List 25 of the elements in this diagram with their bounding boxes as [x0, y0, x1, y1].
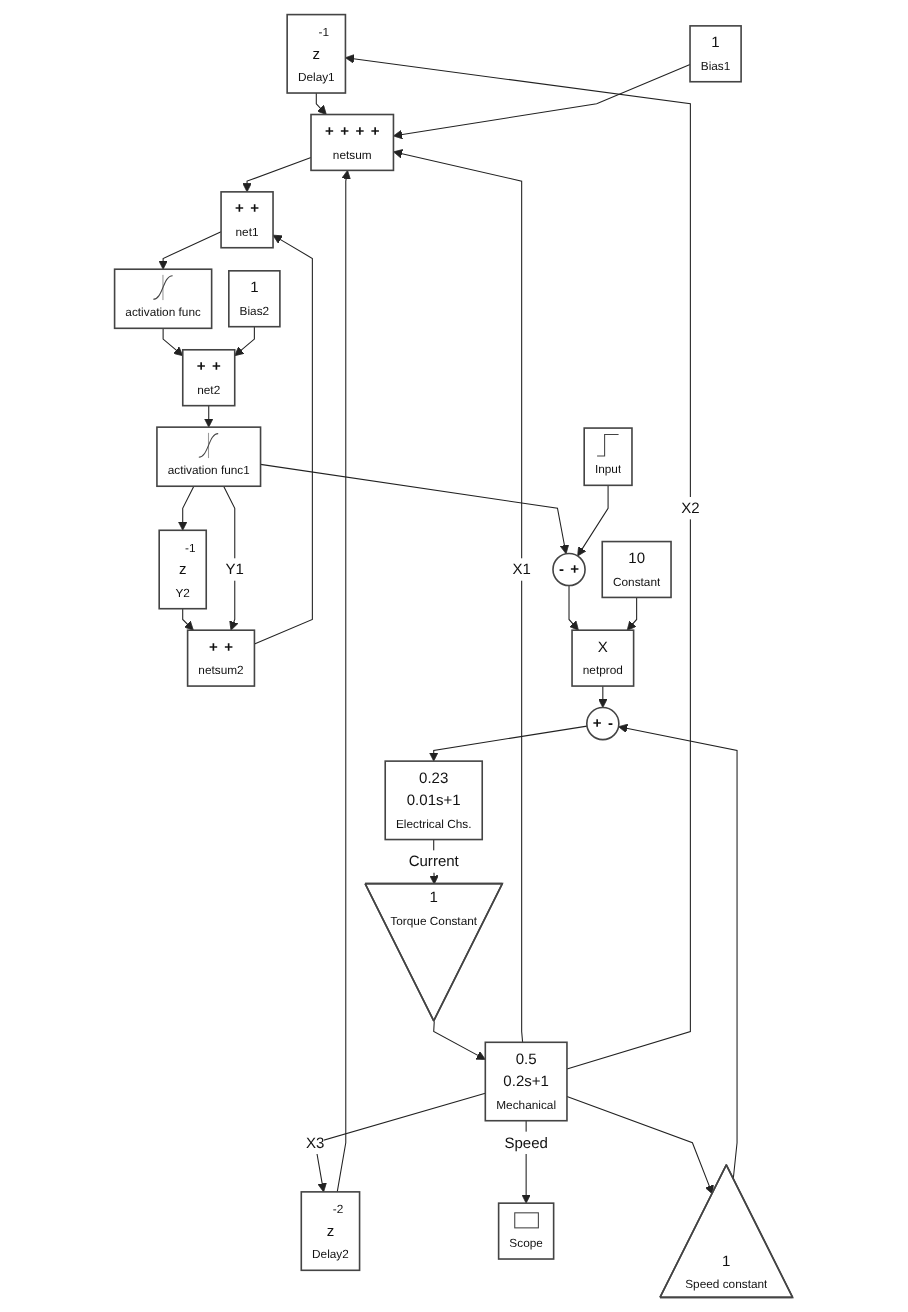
arrow: [242, 157, 312, 193]
arrow: [260, 463, 570, 555]
arrow: [158, 231, 222, 270]
arrow: [254, 234, 314, 645]
arrow: [234, 326, 256, 357]
arrow: [345, 54, 692, 1070]
arrow: [182, 608, 195, 631]
arrow: [393, 149, 524, 1043]
arrow: [204, 405, 214, 428]
arrow: [223, 485, 239, 631]
arrow: [162, 327, 184, 357]
arrow: [316, 92, 328, 115]
arrow: [393, 64, 691, 140]
arrow: [314, 1092, 487, 1193]
arrow: [627, 596, 638, 631]
arrow: [568, 585, 580, 631]
arrow: [577, 484, 609, 557]
arrow: [337, 169, 352, 1193]
arrow: [178, 485, 195, 531]
arrow: [618, 723, 738, 1179]
arrow: [521, 1120, 532, 1204]
arrow: [598, 685, 608, 708]
arrow: [433, 1020, 487, 1060]
arrow: [566, 1096, 715, 1195]
arrow: [429, 725, 588, 762]
